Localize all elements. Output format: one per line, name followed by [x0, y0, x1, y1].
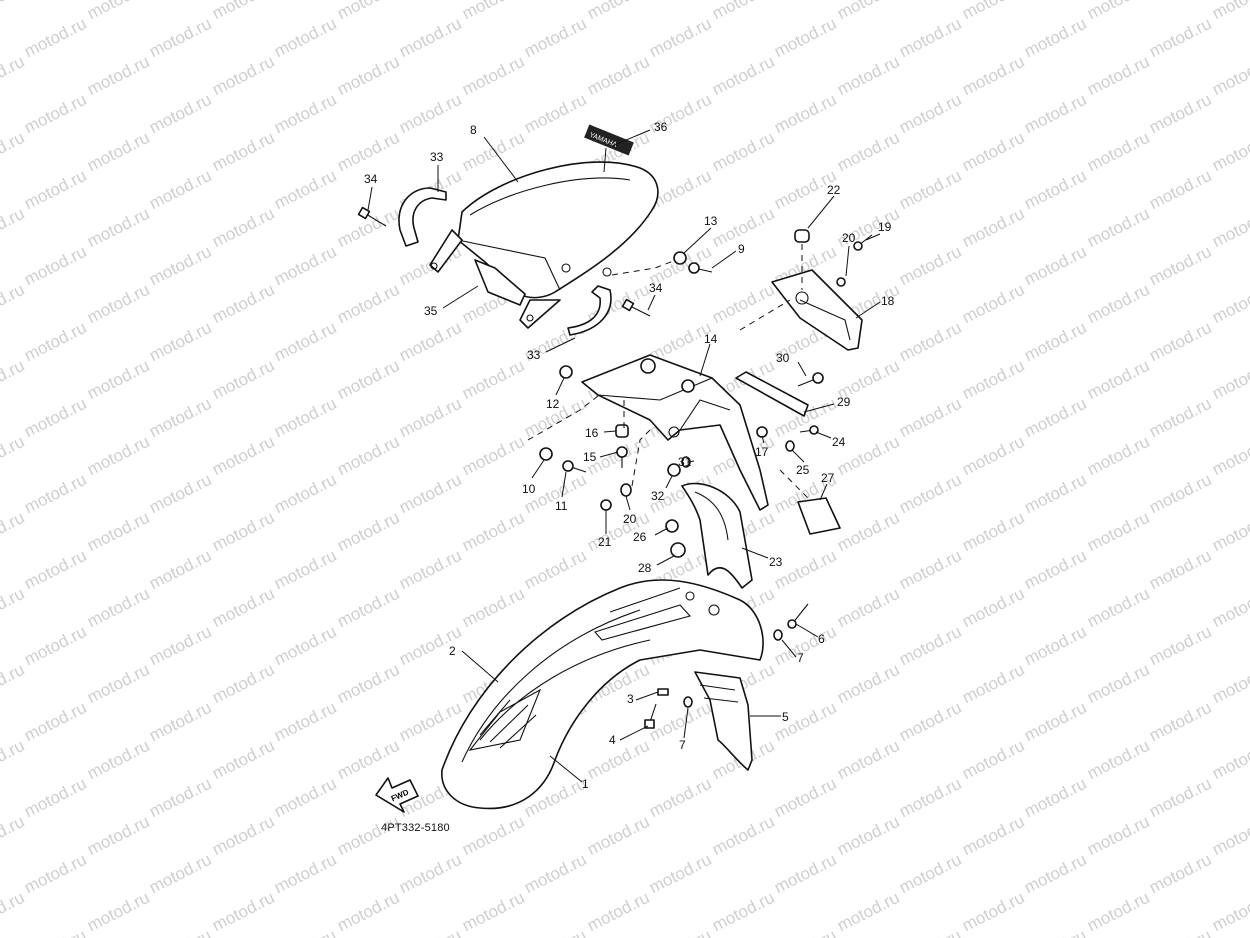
- plate-29-part: [735, 371, 809, 417]
- callout-33-lower: 33: [527, 348, 541, 362]
- callout-32: 32: [651, 489, 665, 503]
- callout-26: 26: [633, 530, 647, 544]
- callout-13: 13: [704, 214, 718, 228]
- callout-21: 21: [598, 535, 612, 549]
- reflector-27-part: [797, 497, 841, 535]
- rear-cowl-part: [429, 161, 659, 329]
- callout-23: 23: [769, 555, 783, 569]
- callout-12: 12: [546, 397, 560, 411]
- callout-8: 8: [470, 123, 477, 137]
- callout-31: 31: [678, 455, 692, 469]
- collar-10-part: [539, 447, 553, 461]
- nut-26-part: [665, 519, 679, 533]
- washer-7b-part: [683, 696, 693, 708]
- bolt-34-upper-part: [357, 206, 387, 227]
- tail-light-bracket-part: [771, 229, 873, 351]
- callout-30: 30: [776, 351, 790, 365]
- nut-28-part: [670, 542, 686, 558]
- leader-lines: [367, 129, 881, 783]
- callout-1: 1: [582, 777, 589, 791]
- callout-34-upper: 34: [364, 172, 378, 186]
- callout-7-upper: 7: [797, 651, 804, 665]
- nut-21-part: [600, 499, 612, 511]
- fwd-arrow: FWD: [375, 777, 419, 813]
- inner-fender-23-part: [681, 482, 753, 589]
- callout-28: 28: [638, 561, 652, 575]
- callout-4: 4: [609, 733, 616, 747]
- callout-9: 9: [738, 242, 745, 256]
- bolt-30-part: [797, 372, 824, 387]
- nut-12-part: [559, 365, 573, 379]
- callout-11: 11: [555, 499, 568, 513]
- callout-35: 35: [424, 304, 438, 318]
- washer-20-part: [620, 483, 632, 497]
- callout-18: 18: [881, 294, 895, 308]
- callout-36: 36: [654, 120, 668, 134]
- callout-22: 22: [827, 183, 841, 197]
- callout-25: 25: [796, 463, 810, 477]
- nut-32-part: [667, 463, 681, 477]
- callout-16: 16: [585, 426, 599, 440]
- callout-15: 15: [583, 450, 597, 464]
- washer-7a-part: [773, 629, 783, 641]
- front-fender-part: [441, 579, 764, 810]
- grab-bar-upper-part: [398, 187, 447, 247]
- grab-bar-lower-part: [567, 285, 612, 336]
- bolt-15-part: [616, 446, 628, 468]
- bolt-9-part: [688, 262, 713, 274]
- bolt-34-lower-part: [621, 298, 651, 317]
- diagram-code: 4PT332-5180: [381, 822, 450, 834]
- callout-19: 19: [878, 220, 892, 234]
- washer-25-part: [785, 440, 795, 452]
- callout-24: 24: [832, 435, 846, 449]
- callout-10: 10: [522, 482, 536, 496]
- callout-17: 17: [755, 445, 769, 459]
- callout-2: 2: [449, 644, 456, 658]
- callout-29: 29: [837, 395, 851, 409]
- callout-14: 14: [704, 332, 718, 346]
- nut-17-part: [756, 426, 768, 438]
- callout-5: 5: [782, 710, 789, 724]
- callout-6: 6: [818, 632, 825, 646]
- fender-guard-5-part: [694, 671, 753, 771]
- callout-numbers: 8 36 33 34 35 33 34 13 9 22 20 19 18 14 …: [364, 120, 895, 791]
- callout-34-lower: 34: [649, 281, 663, 295]
- clip-3-part: [657, 688, 669, 696]
- callout-20-lower: 20: [623, 512, 637, 526]
- callout-20-upper: 20: [842, 231, 856, 245]
- grommet-16-part: [615, 424, 629, 438]
- callout-33-upper: 33: [430, 150, 444, 164]
- bolt-24-part: [799, 425, 819, 435]
- rear-fender-bracket-part: [581, 354, 769, 511]
- collar-13-part: [673, 251, 687, 265]
- callout-27: 27: [821, 471, 835, 485]
- bolt-11-part: [562, 460, 587, 473]
- callout-7-lower: 7: [679, 738, 686, 752]
- bolt-4-part: [644, 703, 657, 729]
- bolt-6-part: [787, 603, 809, 629]
- callout-3: 3: [627, 692, 634, 706]
